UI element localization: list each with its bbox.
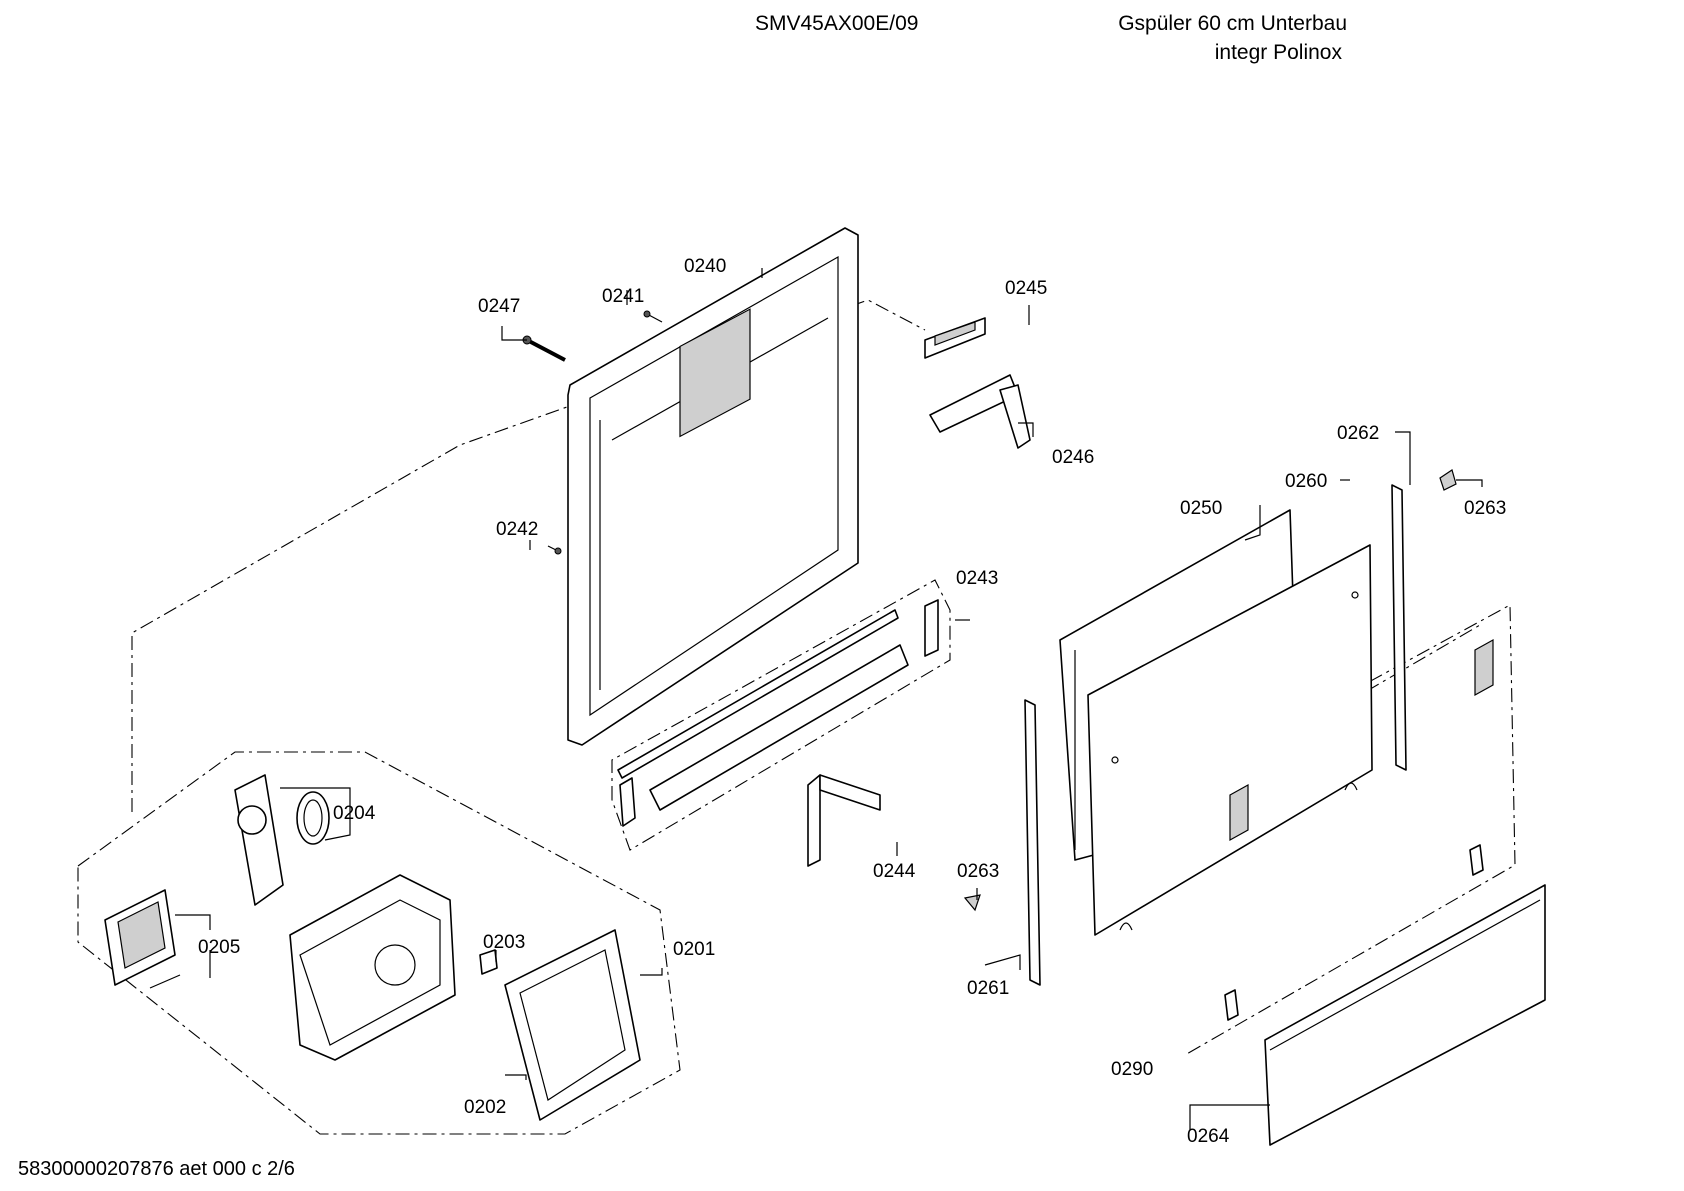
group-outline-control-unit: [77, 751, 681, 1135]
label-0263-a: 0263: [1464, 498, 1506, 519]
part-0201-control-unit: [289, 874, 456, 1061]
label-0242: 0242: [496, 519, 538, 540]
label-0205: 0205: [198, 937, 240, 958]
label-0262: 0262: [1337, 423, 1379, 444]
part-0205-board: [104, 889, 181, 989]
label-0264: 0264: [1187, 1126, 1230, 1147]
label-0247: 0247: [478, 296, 520, 317]
model-number: SMV45AX00E/09: [755, 12, 919, 35]
label-0244: 0244: [873, 861, 916, 882]
part-0244-bracket: [807, 774, 881, 867]
part-0203-clip: [479, 949, 498, 975]
part-0242-screw: [547, 545, 562, 555]
part-0260-outer-panel: [1087, 544, 1494, 936]
part-0261-side-strip: [1024, 699, 1041, 986]
label-0246: 0246: [1052, 447, 1094, 468]
group-outline-panel: [1179, 604, 1516, 1056]
part-0240-window: [679, 308, 751, 438]
part-0247-screw: [522, 335, 566, 362]
part-0263-screw-b: [963, 894, 981, 912]
label-0261: 0261: [967, 978, 1009, 999]
part-0243-handle-strip: [617, 599, 939, 827]
part-0202-seal-frame: [504, 929, 641, 1121]
label-0201: 0201: [673, 939, 715, 960]
label-0202: 0202: [464, 1097, 506, 1118]
description-line-1: Gspüler 60 cm Unterbau: [1118, 12, 1347, 35]
part-0240-door-frame: [567, 227, 859, 746]
part-0246-hinge-arm: [929, 374, 1031, 449]
part-0262-side-strip: [1391, 484, 1407, 771]
group-outline-handle-strip: [611, 579, 951, 851]
part-0241-screw: [643, 310, 663, 323]
label-0263-b: 0263: [957, 861, 999, 882]
part-0290-clip: [1224, 844, 1484, 1021]
label-0204: 0204: [333, 803, 376, 824]
label-0245: 0245: [1005, 278, 1047, 299]
label-0290: 0290: [1111, 1059, 1153, 1080]
document-id: 58300000207876 aet 000 c 2/6: [18, 1158, 295, 1180]
group-outline-door: [131, 299, 926, 812]
part-0264-plinth: [1264, 884, 1546, 1146]
label-0250: 0250: [1180, 498, 1222, 519]
label-0260: 0260: [1285, 471, 1327, 492]
leader-lines: [175, 268, 1483, 1130]
label-0240: 0240: [684, 256, 726, 277]
description-line-2: integr Polinox: [1214, 41, 1342, 64]
part-0245-hinge: [924, 317, 986, 359]
part-0263-screw-a: [1439, 469, 1457, 491]
part-0204-knob: [234, 774, 330, 906]
label-0203: 0203: [483, 932, 525, 953]
label-0241: 0241: [602, 286, 644, 307]
label-0243: 0243: [956, 568, 998, 589]
